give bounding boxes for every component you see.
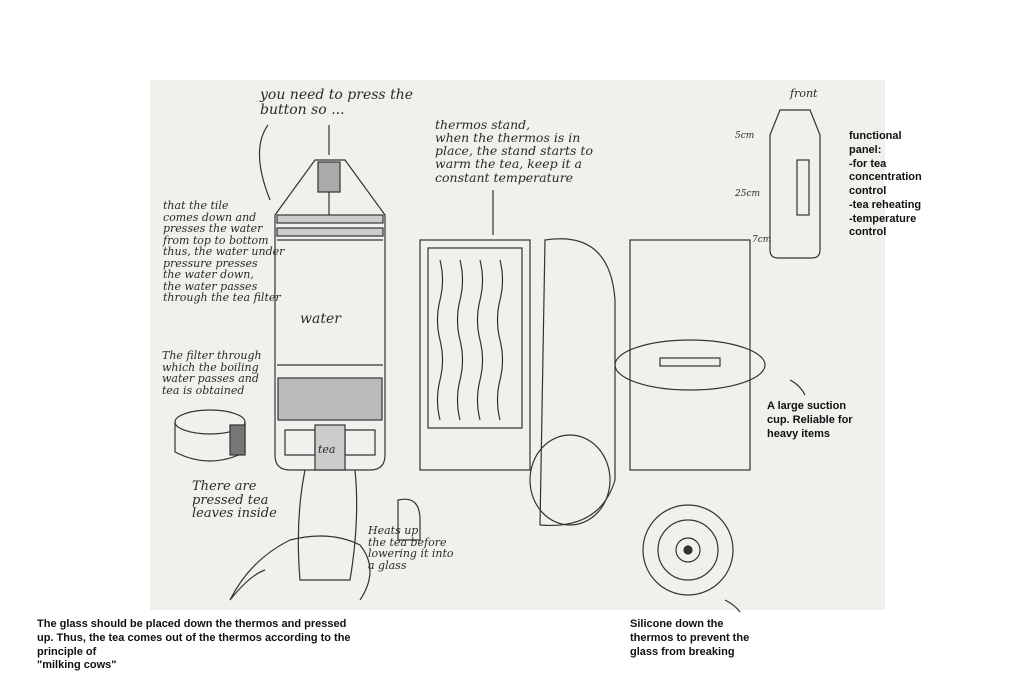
heats-up-note: Heats up the tea before lowering it into… bbox=[368, 524, 454, 572]
glass bbox=[297, 469, 358, 581]
dimension-25cm: 25cm bbox=[735, 189, 761, 199]
tea-filter-puck bbox=[174, 409, 246, 462]
dimension-5cm: 5cm bbox=[735, 131, 755, 141]
stand-base bbox=[529, 434, 611, 526]
curved-stand bbox=[539, 238, 616, 527]
heater-element bbox=[397, 498, 421, 541]
water-label: water bbox=[300, 311, 341, 327]
tile-note: that the tile comes down and presses the… bbox=[163, 199, 285, 305]
filter-note: The filter through which the boiling wat… bbox=[162, 349, 262, 397]
press-button-note: you need to press the button so ... bbox=[260, 87, 413, 118]
dimension-7cm: 7cm bbox=[752, 235, 772, 245]
thermos-cross-section bbox=[274, 159, 386, 471]
suction-cup-annotation: A large suction cup. Reliable for heavy … bbox=[767, 400, 853, 440]
functional-panel-annotation: functional panel: -for tea concentration… bbox=[849, 130, 922, 239]
front-label: front bbox=[790, 87, 818, 100]
silicone-annotation: Silicone down the thermos to prevent the… bbox=[630, 618, 750, 658]
tea-label: tea bbox=[318, 443, 336, 456]
silicone-base bbox=[642, 504, 734, 596]
thermos-stand bbox=[419, 239, 531, 471]
pressed-leaves-note: There are pressed tea leaves inside bbox=[192, 479, 277, 522]
arrows bbox=[229, 124, 806, 613]
glass-annotation: The glass should be placed down the ther… bbox=[37, 618, 351, 672]
suction-cup bbox=[614, 339, 766, 391]
front-view-thermos bbox=[769, 109, 821, 259]
stand-panel bbox=[629, 239, 751, 471]
suction-slot bbox=[659, 357, 721, 367]
hand bbox=[229, 535, 371, 601]
sketch-paper bbox=[150, 80, 885, 610]
thermos-stand-note: thermos stand, when the thermos is in pl… bbox=[435, 117, 593, 185]
